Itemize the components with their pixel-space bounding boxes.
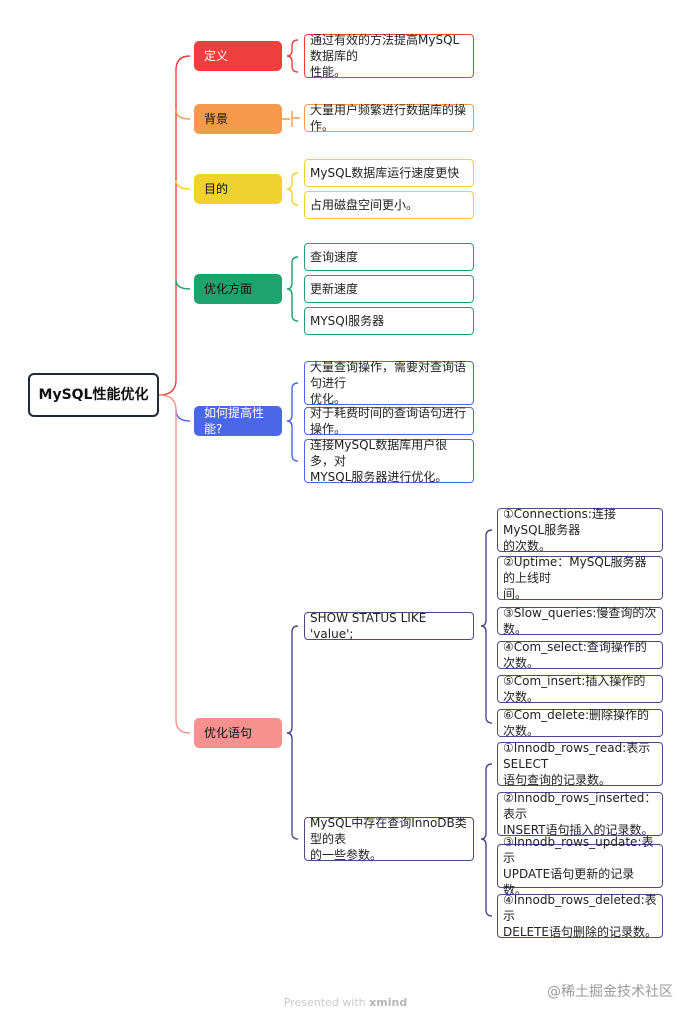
aspect-item[interactable]: 更新速度	[304, 275, 474, 303]
category-optimization-aspects[interactable]: 优化方面	[194, 274, 282, 304]
improve-item[interactable]: 对于耗费时间的查询语句进行操作。	[304, 406, 474, 436]
connector-line	[158, 55, 191, 396]
category-optimization-statements[interactable]: 优化语句	[194, 718, 282, 748]
definition-text[interactable]: 通过有效的方法提高MySQL数据库的 性能。	[304, 33, 474, 79]
root-node[interactable]: MySQL性能优化	[28, 373, 159, 417]
connector-line	[286, 256, 299, 322]
connector-line	[286, 39, 299, 73]
site-watermark: @稀土掘金技术社区	[547, 984, 673, 1000]
innodb-item-rows-deleted[interactable]: ④Innodb_rows_deleted:表示 DELETE语句删除的记录数。	[497, 893, 663, 939]
connector-line	[282, 111, 300, 127]
status-item-uptime[interactable]: ②Uptime：MySQL服务器的上线时 间。	[497, 555, 663, 601]
improve-item[interactable]: 连接MySQL数据库用户很多，对 MYSQL服务器进行优化。	[304, 438, 474, 484]
footer-prefix: Presented with	[283, 996, 370, 1009]
improve-item[interactable]: 大量查询操作，需要对查询语句进行 优化。	[304, 360, 474, 406]
status-item-connections[interactable]: ①Connections:连接MySQL服务器 的次数。	[497, 507, 663, 553]
innodb-item-rows-read[interactable]: ①Innodb_rows_read:表示SELECT 语句查询的记录数。	[497, 741, 663, 787]
innodb-item-rows-update[interactable]: ③Innodb_rows_update:表示 UPDATE语句更新的记录数。	[497, 835, 663, 897]
show-status-statement[interactable]: SHOW STATUS LIKE 'value';	[304, 611, 474, 641]
aspect-item[interactable]: 查询速度	[304, 243, 474, 271]
footer-credit: Presented with xmind	[0, 996, 691, 1009]
xmind-brand: xmind	[369, 996, 408, 1009]
connector-line	[480, 529, 493, 724]
status-item-com-delete[interactable]: ⑥Com_delete:删除操作的次数。	[497, 708, 663, 738]
connector-line	[286, 172, 299, 206]
purpose-item[interactable]: 占用磁盘空间更小。	[304, 191, 474, 219]
category-background[interactable]: 背景	[194, 104, 282, 134]
connector-line	[175, 409, 191, 422]
status-item-com-insert[interactable]: ⑤Com_insert:插入操作的次数。	[497, 674, 663, 704]
connector-line	[158, 394, 191, 734]
connector-line	[286, 625, 299, 840]
connector-line	[175, 179, 191, 190]
background-text[interactable]: 大量用户频繁进行数据库的操作。	[304, 103, 474, 133]
status-item-com-select[interactable]: ④Com_select:查询操作的次数。	[497, 640, 663, 670]
aspect-item[interactable]: MYSQl服务器	[304, 307, 474, 335]
status-item-slow-queries[interactable]: ③Slow_queries:慢查询的次数。	[497, 606, 663, 636]
category-how-to-improve[interactable]: 如何提高性能?	[194, 406, 282, 436]
category-definition[interactable]: 定义	[194, 41, 282, 71]
connector-line	[175, 279, 191, 290]
innodb-params-statement[interactable]: MySQL中存在查询InnoDB类型的表 的一些参数。	[304, 816, 474, 862]
connector-line	[175, 109, 191, 120]
purpose-item[interactable]: MySQL数据库运行速度更快	[304, 159, 474, 187]
category-purpose[interactable]: 目的	[194, 174, 282, 204]
connector-line	[480, 763, 493, 917]
connector-line	[286, 382, 299, 462]
innodb-item-rows-inserted[interactable]: ②Innodb_rows_inserted：表示 INSERT语句插入的记录数。	[497, 791, 663, 837]
